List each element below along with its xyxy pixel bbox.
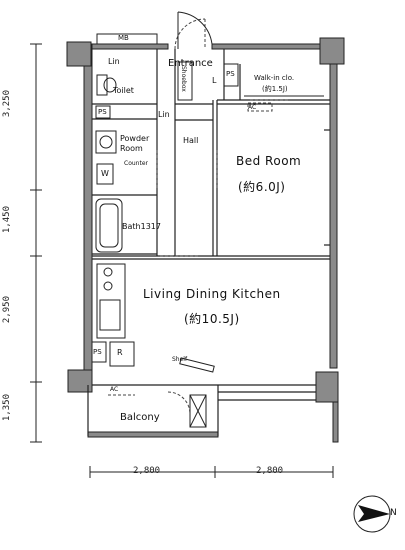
dimension-3250: 3,250 bbox=[2, 90, 12, 118]
ps-toilet-tag: PS bbox=[98, 108, 107, 116]
walk-in-closet-label: Walk-in clo. bbox=[254, 74, 295, 82]
dimension-2800-right: 2,800 bbox=[256, 466, 284, 476]
dimension-2950: 2,950 bbox=[2, 296, 12, 324]
door-swings bbox=[108, 18, 290, 415]
living-label: Living Dining Kitchen bbox=[143, 287, 281, 301]
outer-walls bbox=[66, 37, 345, 443]
linen-toilet-tag: Lin bbox=[108, 57, 120, 66]
dimension-2800-left: 2,800 bbox=[133, 466, 161, 476]
fixtures bbox=[91, 33, 324, 428]
interior-walls bbox=[87, 49, 330, 436]
shelf-tag: Shelf bbox=[172, 356, 188, 363]
powder-room-label: Powder Room bbox=[120, 134, 150, 153]
entrance-door bbox=[177, 11, 213, 49]
walk-in-closet-area: (約1.5J) bbox=[262, 85, 288, 93]
counter-tag: Counter bbox=[124, 160, 148, 167]
living-area: (約10.5J) bbox=[184, 312, 240, 326]
dimension-1350: 1,350 bbox=[2, 394, 12, 422]
ps-bedroom-tag: PS bbox=[226, 70, 235, 78]
compass-north-label: N bbox=[390, 508, 397, 518]
shoe-box-tag: Shoebox bbox=[180, 66, 187, 92]
horizontal-dimension-lines bbox=[89, 466, 334, 478]
mb-tag: MB bbox=[118, 34, 129, 42]
compass bbox=[353, 495, 391, 533]
ac-tag: AC bbox=[248, 104, 257, 111]
ac-outdoor-tag: AC bbox=[110, 386, 119, 393]
ps-kitchen-tag: PS bbox=[93, 348, 102, 356]
fridge-tag: R bbox=[117, 348, 123, 357]
bathroom-label: Bath1317 bbox=[122, 222, 161, 231]
balcony-label: Balcony bbox=[120, 412, 160, 423]
vertical-dimension-lines bbox=[30, 43, 42, 443]
hall-label: Hall bbox=[183, 136, 199, 145]
washer-tag: W bbox=[101, 169, 109, 178]
l-mark: L bbox=[212, 76, 217, 85]
toilet-label: Toilet bbox=[113, 86, 134, 95]
dimension-1450: 1,450 bbox=[2, 206, 12, 234]
linen-hall-tag: Lin bbox=[158, 110, 170, 119]
entrance-label: Entrance bbox=[168, 58, 213, 69]
bedroom-area: (約6.0J) bbox=[238, 180, 286, 194]
bedroom-label: Bed Room bbox=[236, 154, 302, 168]
